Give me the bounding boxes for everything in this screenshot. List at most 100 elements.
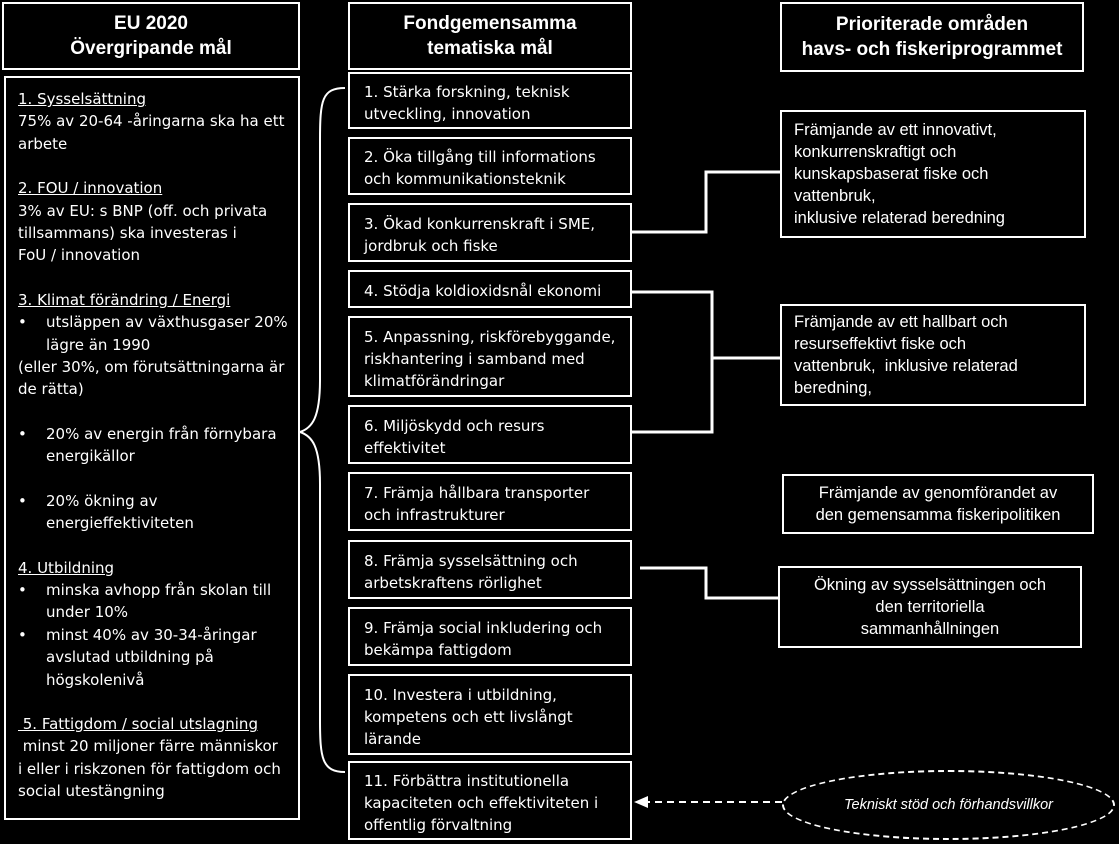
bullet-text: utsläppen av växthusgaser 20%	[46, 313, 288, 332]
goal-text: 6. Miljöskydd och resurs	[364, 416, 545, 435]
thematic-goal-3: 3. Ökad konkurrenskraft i SME, jordbruk …	[348, 203, 632, 262]
thematic-goal-10: 10. Investera i utbildning, kompetens oc…	[348, 674, 632, 755]
header-fund-line2: tematiska mål	[427, 38, 553, 59]
thematic-goal-4: 4. Stödja koldioxidsnål ekonomi	[348, 270, 632, 308]
technical-support-label: Tekniskt stöd och förhandsvillkor	[843, 797, 1053, 813]
goal-text: jordbruk och fiske	[364, 236, 498, 255]
bullet-icon: •	[18, 491, 27, 510]
goal-text: 7. Främja hållbara transporter	[364, 483, 590, 502]
thematic-goal-5: 5. Anpassning, riskförebyggande, riskhan…	[348, 316, 632, 397]
eu-goal-3: 3. Klimat förändring / Energi • utsläppe…	[18, 289, 290, 535]
curly-brace	[296, 87, 346, 773]
bullet-text: 20% ökning av	[46, 491, 158, 510]
bullet-text: lägre än 1990	[46, 335, 151, 354]
thematic-goal-6: 6. Miljöskydd och resurs effektivitet	[348, 405, 632, 464]
thematic-goal-9: 9. Främja social inkludering och bekämpa…	[348, 607, 632, 666]
priority-common-fisheries-policy: Främjande av genomförandet av den gemens…	[782, 474, 1094, 534]
header-prio-line2: havs- och fiskeriprogrammet	[801, 39, 1063, 60]
eu-goal-text: tillsammans) ska investeras i	[18, 224, 237, 243]
eu-goal-text: arbete	[18, 134, 68, 153]
priority-innovative-fishing: Främjande av ett innovativt, konkurrensk…	[780, 110, 1086, 238]
bullet-text: minska avhopp från skolan till	[46, 580, 272, 599]
eu-goal-title: 3. Klimat förändring / Energi	[18, 290, 231, 309]
priority-text: sammanhållningen	[860, 620, 1000, 638]
goal-text: 9. Främja social inkludering och	[364, 618, 603, 637]
bullet-icon: •	[18, 580, 27, 599]
goal-text: utveckling, innovation	[364, 104, 531, 123]
bullet-item: • 20% ökning av energieffektiviteten	[18, 490, 290, 535]
bullet-item: • utsläppen av växthusgaser 20% lägre än …	[18, 311, 290, 356]
eu-goal-4: 4. Utbildning • minska avhopp från skola…	[18, 557, 290, 691]
goal-text: 3. Ökad konkurrenskraft i SME,	[364, 214, 596, 233]
eu-goal-2: 2. FOU / innovation 3% av EU: s BNP (off…	[18, 177, 290, 267]
priority-text: kunskapsbaserat fiske och	[794, 165, 989, 183]
eu-goal-1: 1. Sysselsättning 75% av 20-64 -åringarn…	[18, 88, 290, 155]
eu-goal-title: 1. Sysselsättning	[18, 90, 146, 108]
eu-goal-title: 5. Fattigdom / social utslagning	[18, 714, 258, 733]
header-fund-line1: Fondgemensamma	[403, 13, 577, 34]
bullet-text: under 10%	[46, 603, 129, 622]
bullet-icon: •	[18, 625, 27, 644]
thematic-goal-7: 7. Främja hållbara transporter och infra…	[348, 472, 632, 531]
bullet-text: energikällor	[46, 447, 135, 466]
goal-text: riskhantering i samband med	[364, 349, 585, 368]
goal-text: 8. Främja sysselsättning och	[364, 551, 578, 570]
priority-text: den gemensamma fiskeripolitiken	[815, 506, 1061, 524]
goal-text: och infrastrukturer	[364, 505, 505, 524]
goal-text: bekämpa fattigdom	[364, 640, 512, 659]
bullet-text: energieffektiviteten	[46, 514, 194, 533]
eu-goal-text: (eller 30%, om förutsättningarna är	[18, 358, 285, 377]
header-eu2020: EU 2020 Övergripande mål	[2, 2, 300, 70]
header-prio-line1: Prioriterade områden	[835, 14, 1029, 35]
priority-employment-cohesion: Ökning av sysselsättningen och den terri…	[778, 566, 1082, 648]
priority-text: vattenbruk,	[794, 187, 876, 205]
priority-text: vattenbruk, inklusive relaterad	[794, 357, 1018, 375]
bullet-item: • minska avhopp från skolan till under 10…	[18, 579, 290, 624]
goal-text: klimatförändringar	[364, 371, 505, 390]
goal-text: 2. Öka tillgång till informations	[364, 148, 596, 166]
bullet-text: minst 40% av 30-34-åringar	[46, 625, 257, 644]
goal-text: effektivitet	[364, 438, 446, 457]
eu-goal-text: 3% av EU: s BNP (off. och privata	[18, 201, 268, 220]
eu-goal-text: de rätta)	[18, 380, 84, 399]
header-priorities: Prioriterade områden havs- och fiskeripr…	[780, 2, 1084, 72]
priority-text: beredning,	[794, 379, 872, 397]
header-eu-line2: Övergripande mål	[70, 38, 232, 59]
priority-text: den territoriella	[875, 598, 985, 616]
priority-text: inklusive relaterad beredning	[794, 209, 1005, 227]
eu-goal-text: i eller i riskzonen för fattigdom och	[18, 759, 281, 778]
technical-support-ellipse: Tekniskt stöd och förhandsvillkor	[782, 770, 1115, 840]
thematic-goal-1: 1. Stärka forskning, teknisk utveckling,…	[348, 72, 632, 129]
header-eu-line1: EU 2020	[114, 13, 188, 34]
priority-text: konkurrenskraftigt och	[794, 143, 957, 161]
connector-priority-1	[632, 170, 780, 234]
eu-goal-title: 4. Utbildning	[18, 558, 115, 577]
priority-text: Främjande av ett hallbart och	[794, 313, 1008, 331]
goal-text: 1. Stärka forskning, teknisk	[364, 82, 570, 101]
goal-text: kapaciteten och effektiviteten i	[364, 793, 599, 812]
eu-goal-text: minst 20 miljoner färre människor	[18, 737, 278, 756]
eu-goal-title: 2. FOU / innovation	[18, 179, 163, 198]
thematic-goal-8: 8. Främja sysselsättning och arbetskraft…	[348, 540, 632, 599]
arrow-head-icon	[634, 796, 648, 808]
bullet-text: högskolenivå	[46, 670, 145, 689]
eu-goals-list: 1. Sysselsättning 75% av 20-64 -åringarn…	[4, 76, 300, 820]
goal-text: 10. Investera i utbildning,	[364, 685, 557, 704]
goal-text: arbetskraftens rörlighet	[364, 573, 542, 592]
eu-goal-text: FoU / innovation	[18, 246, 140, 265]
bullet-icon: •	[18, 313, 27, 332]
goal-text: 11. Förbättra institutionella	[364, 771, 570, 790]
connector-priority-2	[632, 290, 714, 434]
goal-text: lärande	[364, 729, 421, 748]
priority-text: Ökning av sysselsättningen och	[813, 576, 1047, 594]
priority-text: resurseffektivt fiske och	[794, 335, 967, 353]
goal-text: offentlig förvaltning	[364, 815, 513, 834]
eu-goal-text: social utestängning	[18, 782, 165, 801]
thematic-goal-2: 2. Öka tillgång till informations och ko…	[348, 137, 632, 195]
priority-sustainable-fishing: Främjande av ett hallbart och resurseffe…	[780, 304, 1086, 406]
eu-goal-5: 5. Fattigdom / social utslagning minst 2…	[18, 713, 290, 803]
connector-priority-4	[640, 566, 778, 600]
bullet-text: 20% av energin från förnybara	[46, 424, 277, 443]
